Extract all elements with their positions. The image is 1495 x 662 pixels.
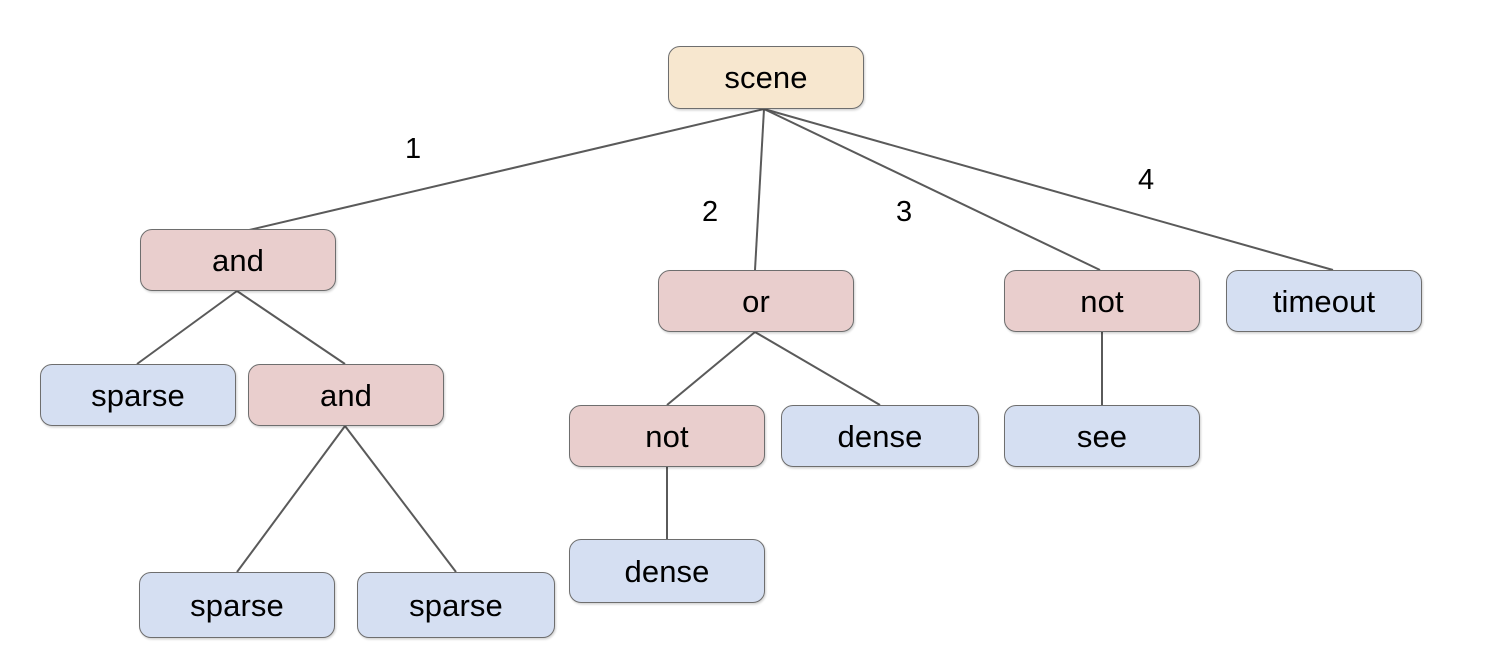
edge-label-3: 3 <box>896 196 913 228</box>
tree-node-dense2[interactable]: dense <box>569 539 765 603</box>
tree-node-label: sparse <box>409 587 503 623</box>
tree-node-and2[interactable]: and <box>248 364 444 426</box>
edge-and2-to-sparse3 <box>344 425 457 573</box>
tree-node-dense1[interactable]: dense <box>781 405 979 467</box>
edge-label-4: 4 <box>1138 164 1155 196</box>
tree-node-timeout1[interactable]: timeout <box>1226 270 1422 332</box>
tree-node-not2[interactable]: not <box>1004 270 1200 332</box>
tree-node-sparse2[interactable]: sparse <box>139 572 335 638</box>
edge-or1-to-dense1 <box>754 331 881 406</box>
tree-node-label: or <box>742 283 770 319</box>
tree-node-label: sparse <box>190 587 284 623</box>
tree-node-label: see <box>1076 418 1128 454</box>
tree-node-label: not <box>645 418 689 454</box>
tree-node-label: and <box>211 242 265 278</box>
tree-node-label: and <box>319 377 373 413</box>
tree-node-and1[interactable]: and <box>140 229 336 291</box>
tree-node-or1[interactable]: or <box>658 270 854 332</box>
tree-node-label: dense <box>624 553 710 589</box>
tree-node-sparse1[interactable]: sparse <box>40 364 236 426</box>
edge-label-2: 2 <box>702 196 719 228</box>
tree-node-not1[interactable]: not <box>569 405 765 467</box>
edge-and1-to-sparse1 <box>136 290 238 365</box>
edge-label-1: 1 <box>405 133 422 165</box>
tree-node-label: sparse <box>91 377 185 413</box>
tree-node-scene[interactable]: scene <box>668 46 864 109</box>
tree-node-label: scene <box>724 60 808 95</box>
edge-and1-to-and2 <box>236 290 346 365</box>
tree-node-label: not <box>1080 283 1124 319</box>
edge-scene-to-not2 <box>763 108 1101 271</box>
tree-node-see1[interactable]: see <box>1004 405 1200 467</box>
tree-node-label: dense <box>837 418 923 454</box>
edge-and2-to-sparse2 <box>236 425 346 573</box>
edge-scene-to-or1 <box>754 108 765 271</box>
edge-or1-to-not1 <box>666 331 756 406</box>
edge-scene-to-and1 <box>244 108 765 232</box>
edge-scene-to-timeout1 <box>763 108 1334 271</box>
tree-node-sparse3[interactable]: sparse <box>357 572 555 638</box>
tree-node-label: timeout <box>1272 283 1376 319</box>
